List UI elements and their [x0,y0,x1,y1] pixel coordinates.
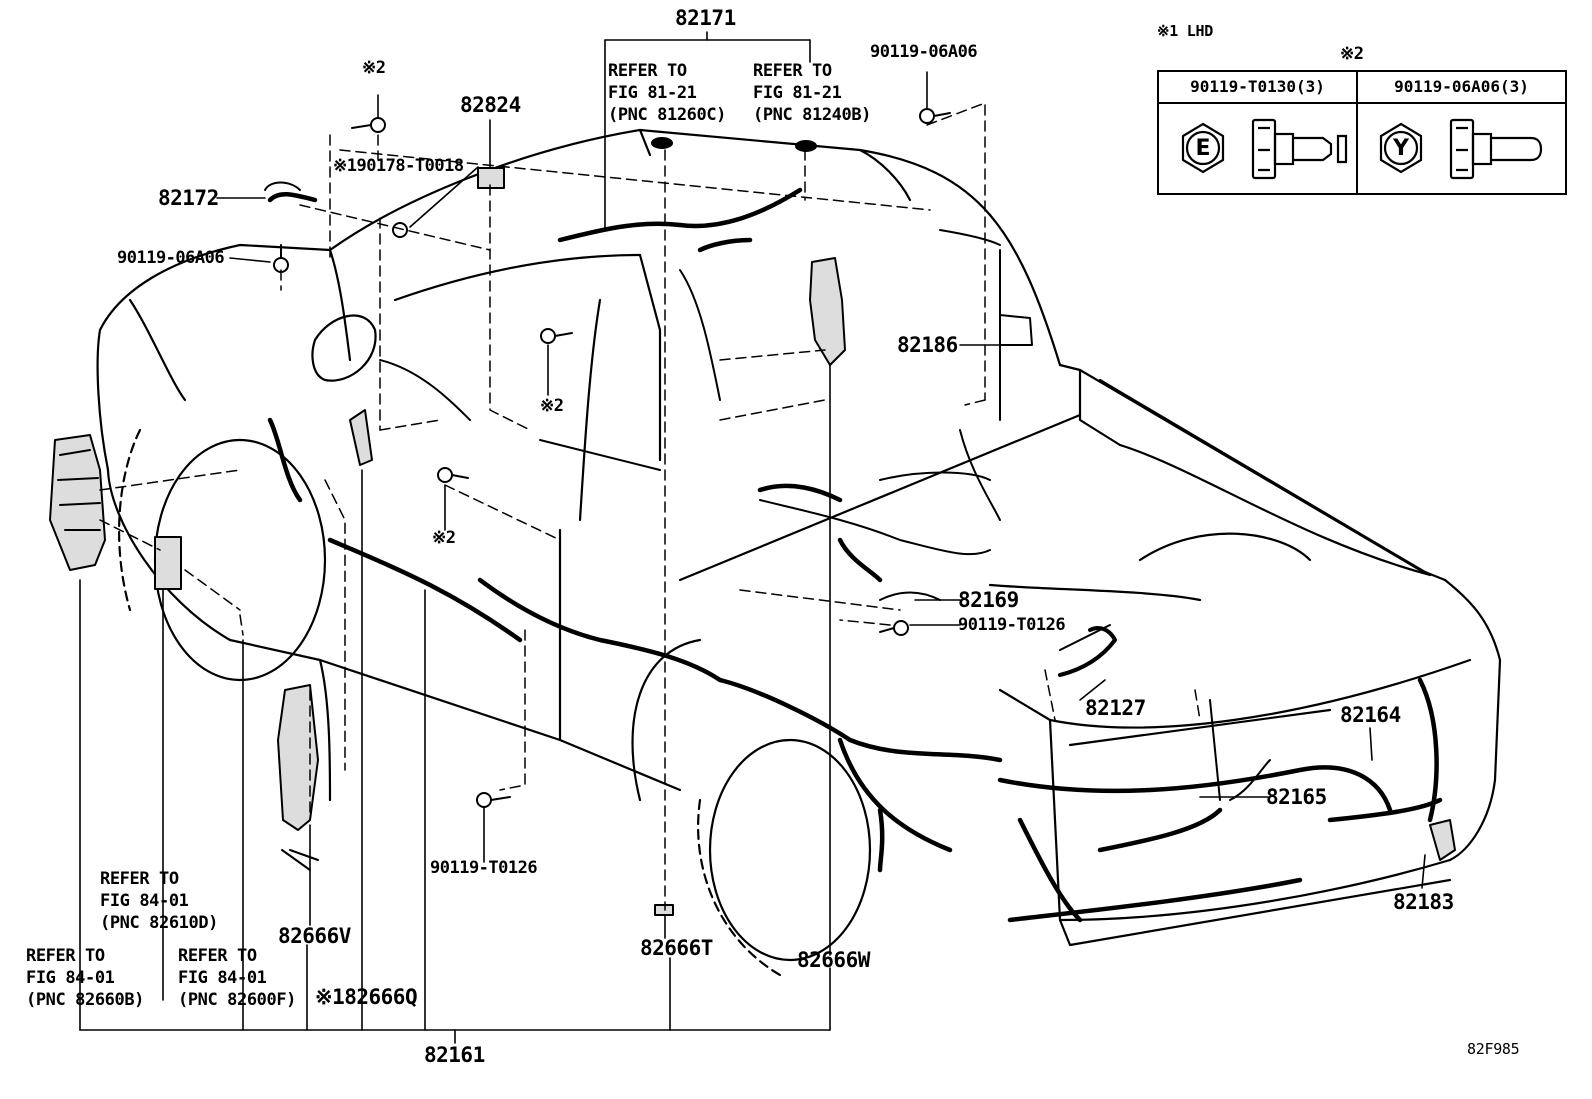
legend-header-1: 90119-T0130(3) [1159,72,1356,104]
rear-wheel [697,738,872,977]
callout-82824: 82824 [460,93,521,117]
ref-pnc-81240b: REFER TO FIG 81-21 (PNC 81240B) [753,60,871,126]
note-lhd: ※1 LHD [1157,22,1213,40]
ref-line: REFER TO [753,61,832,81]
components [49,137,1456,916]
ref-line: REFER TO [100,869,179,889]
ref-pnc-82600f: REFER TO FIG 84-01 (PNC 82600F) [178,945,296,1011]
note-mark-2: ※2 [1340,44,1364,64]
callout-82186: 82186 [897,333,958,357]
ref-line: FIG 81-21 [608,83,697,103]
callout-82127: 82127 [1085,696,1146,720]
mark-2-low: ※2 [432,528,456,548]
ref-pnc-82660b: REFER TO FIG 84-01 (PNC 82660B) [26,945,144,1011]
callout-82666v: 82666V [278,924,351,948]
ref-line: REFER TO [26,946,105,966]
leader-lines [79,31,1426,1044]
ref-line: FIG 84-01 [178,968,267,988]
front-wheel [118,428,327,682]
bolts [273,108,951,808]
legend-mark-e: E [1195,136,1211,161]
callout-82165: 82165 [1266,785,1327,809]
legend-mark-y: Y [1393,136,1409,161]
callout-82169: 82169 [958,588,1019,612]
mark-2-top: ※2 [362,58,386,78]
truck-body [96,128,1502,947]
ref-line: FIG 81-21 [753,83,842,103]
callout-82183: 82183 [1393,890,1454,914]
mark-2-mid: ※2 [540,396,564,416]
callout-90119-t0126-right: 90119-T0126 [958,615,1066,635]
callout-90119-t0126-bottom: 90119-T0126 [430,858,538,878]
ref-line: (PNC 81240B) [753,105,872,125]
dashed-leaders [99,102,1201,911]
ref-line: (PNC 82660B) [26,990,145,1010]
callout-190178-t0018: ※190178-T0018 [333,156,464,176]
ref-line: FIG 84-01 [100,891,189,911]
legend-divider [1356,72,1358,193]
callout-90119-06a06-left: 90119-06A06 [117,248,225,268]
fastener-legend: 90119-T0130(3) 90119-06A06(3) E Y [1157,70,1567,195]
ref-line: REFER TO [178,946,257,966]
callout-90119-06a06-top: 90119-06A06 [870,42,978,62]
callout-82666t: 82666T [640,936,713,960]
ref-line: (PNC 81260C) [608,105,727,125]
ref-line: REFER TO [608,61,687,81]
callout-82666q: ※182666Q [315,985,418,1009]
callout-82666w: 82666W [797,948,870,972]
ref-line: (PNC 82600F) [178,990,297,1010]
callout-82171: 82171 [675,6,736,30]
legend-bolt-y-icon [1379,118,1543,180]
ref-pnc-81260c: REFER TO FIG 81-21 (PNC 81260C) [608,60,726,126]
figure-code: 82F985 [1467,1040,1520,1058]
ref-line: (PNC 82610D) [100,913,219,933]
callout-82164: 82164 [1340,703,1401,727]
wire-harnesses [267,187,1443,923]
ref-pnc-82610d: REFER TO FIG 84-01 (PNC 82610D) [100,868,218,934]
callout-82161: 82161 [424,1043,485,1067]
callout-82172: 82172 [158,186,219,210]
ref-line: FIG 84-01 [26,968,115,988]
legend-header-2: 90119-06A06(3) [1358,72,1565,104]
side-mirror [311,314,377,382]
legend-bolt-e-icon [1181,118,1348,180]
